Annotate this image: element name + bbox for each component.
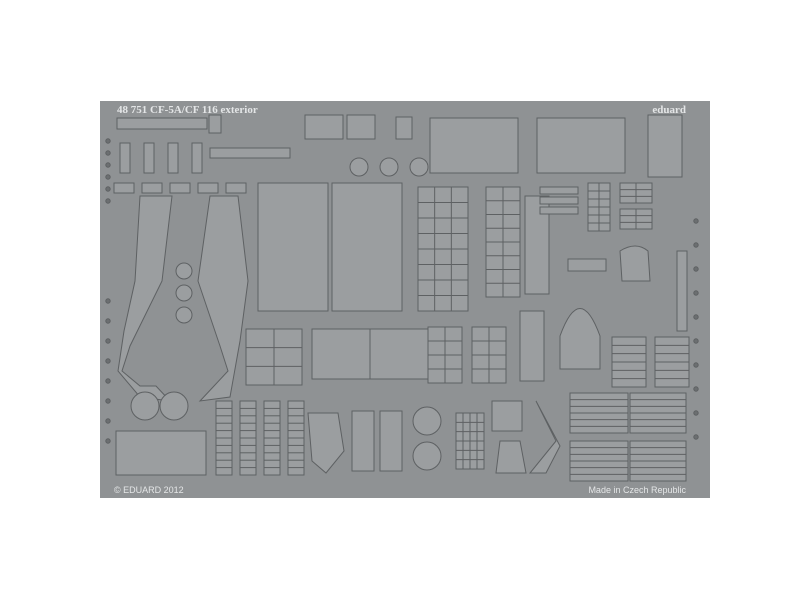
part-small-tab [141,182,163,194]
part-locator-dot [693,434,699,440]
part-wheel-disc [130,391,160,421]
part-locator-dot [105,162,111,168]
part-rail [524,195,550,295]
part-small-tab [197,182,219,194]
part-seat-back [559,308,601,370]
part-round-disc [175,284,193,302]
origin-text: Made in Czech Republic [588,485,686,495]
part-locator-dot [105,358,111,364]
part-door-panel-17 [331,182,403,312]
part-locator-dot [693,410,699,416]
part-t-bracket [567,258,607,272]
part-locator-dot [105,398,111,404]
fret-title: 48 751 CF-5A/CF 116 exterior [117,104,258,116]
part-wheel-disc [159,391,189,421]
part-bay-assembly-right [536,117,626,174]
part-small-plate [395,116,413,140]
part-round-cover [349,157,369,177]
part-small-frame [119,142,131,174]
part-locator-dot [105,198,111,204]
part-small-frame [167,142,179,174]
part-leg-40 [351,410,375,472]
part-bay-assembly-left [429,117,519,174]
part-locator-dot [105,418,111,424]
part-narrow-strip [676,250,688,332]
part-locator-dot [105,298,111,304]
part-seat-shape [619,245,651,282]
part-round-disc [175,262,193,280]
part-door-panel-16 [257,182,329,312]
part-arm-52 [528,400,561,474]
part-small-frame [191,142,203,174]
part-locator-dot [105,438,111,444]
part-round-cover [379,157,399,177]
part-locator-dot [693,362,699,368]
part-locator-dot [693,218,699,224]
part-round-cover [409,157,429,177]
part-locator-dot [105,338,111,344]
part-side-panel-left [117,195,173,402]
part-round-disc [175,306,193,324]
part-locator-dot [693,242,699,248]
part-small-strip [539,186,579,195]
part-locator-dot [105,186,111,192]
part-wheel-47 [412,441,442,471]
part-small-tab [113,182,135,194]
part-small-tab [225,182,247,194]
part-grille [304,114,344,140]
part-locator-dot [693,386,699,392]
part-locator-dot [105,318,111,324]
part-bottom-plate [115,430,207,476]
part-leg-41 [379,410,403,472]
part-panel-12 [647,114,683,178]
brand-logo: eduard [652,104,686,116]
photo-etch-fret: 48 751 CF-5A/CF 116 exterior eduard © ED… [100,101,710,498]
fret-parts-drawing [105,114,699,482]
part-tag-51 [495,440,527,474]
part-locator-dot [105,150,111,156]
part-locator-dot [105,378,111,384]
part-small-strip [539,196,579,205]
part-locator-dot [105,174,111,180]
part-locator-dot [693,338,699,344]
part-long-strip [209,147,291,159]
part-wheel-47 [412,406,442,436]
part-small-frame [143,142,155,174]
part-grille [346,114,376,140]
part-small-strip [539,206,579,215]
part-small-tab [169,182,191,194]
part-locator-dot [693,266,699,272]
part-small-bracket [208,114,222,134]
part-locator-dot [693,290,699,296]
part-bracket-39 [307,412,345,474]
part-box-48 [491,400,523,432]
part-long-strip [116,117,208,130]
part-locator-dot [105,138,111,144]
part-side-panel-right [197,195,249,402]
part-strut [519,310,545,382]
copyright-text: © EDUARD 2012 [114,485,184,495]
part-locator-dot [693,314,699,320]
